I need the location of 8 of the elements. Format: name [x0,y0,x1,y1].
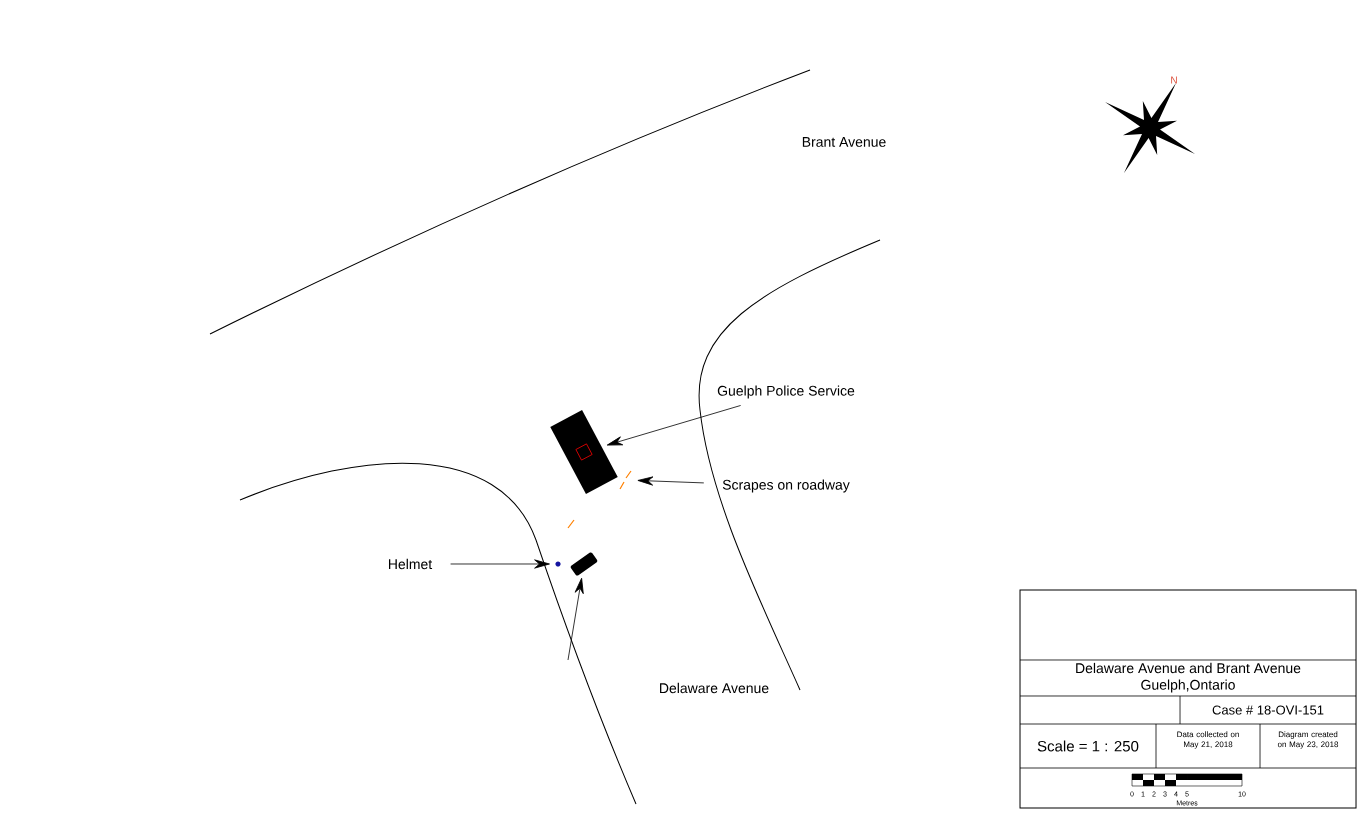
arrow [450,559,550,569]
arrow [637,476,705,486]
police-car-drawing [550,410,618,494]
arrow [606,405,742,446]
helmet-marker [555,561,561,567]
arrow [567,577,584,661]
motorcycle-drawing [570,552,598,576]
scrape-marks-drawing [619,470,632,490]
